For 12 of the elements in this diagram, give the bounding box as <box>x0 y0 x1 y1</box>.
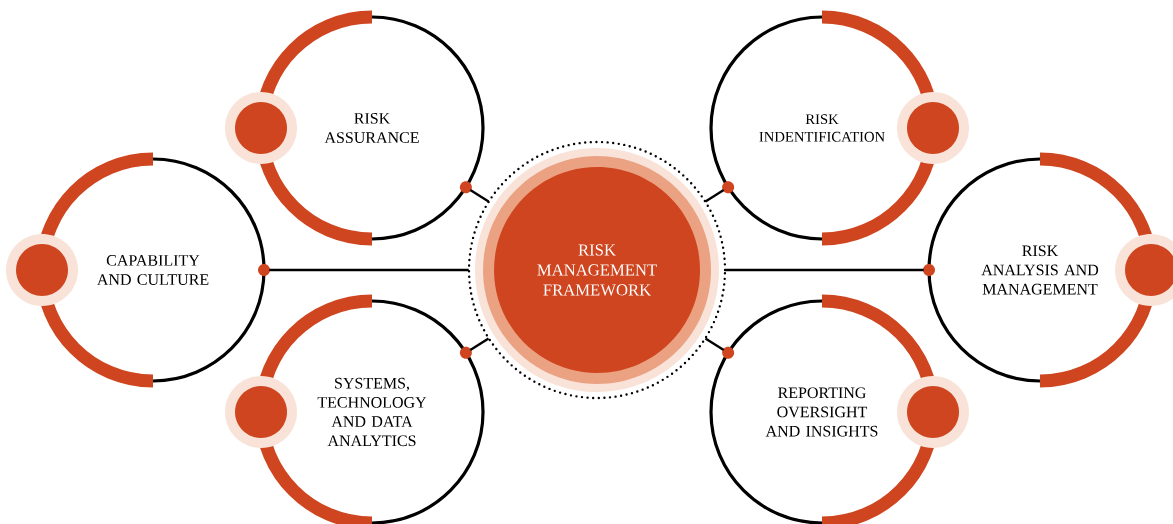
connector-line <box>704 337 725 351</box>
node-label: RISK ASSURANCE <box>324 113 419 143</box>
connector-line <box>269 268 469 272</box>
connector-line <box>469 337 490 351</box>
connector-line <box>725 268 924 272</box>
node-label: REPORTING OVERSIGHT AND INSIGHTS <box>765 387 878 437</box>
node-label: SYSTEMS, TECHNOLOGY AND DATA ANALYTICS <box>317 377 427 447</box>
connector-line <box>469 189 490 203</box>
connector-line <box>704 189 725 203</box>
node-label: RISK ANALYSIS AND MANAGEMENT <box>981 245 1099 295</box>
node-label: RISK INDENTIFICATION <box>759 114 885 142</box>
node-label: CAPABILITY AND CULTURE <box>97 255 209 285</box>
